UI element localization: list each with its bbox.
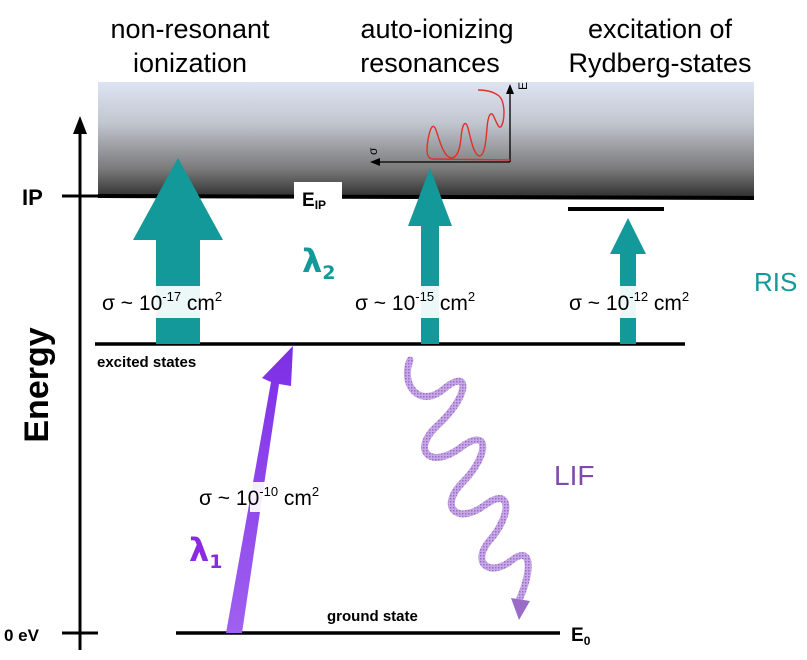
lif-label: LIF (554, 460, 594, 491)
eip-label: EIP (302, 190, 326, 212)
rydberg-excitation-arrow (610, 218, 646, 344)
inset-resonance-curve (426, 89, 511, 161)
energy-axis-arrowhead (73, 116, 87, 134)
sigma-rydberg-label: σ ~ 10-12 cm2 (569, 289, 689, 315)
inset-e-label: E (516, 82, 530, 90)
e0-label: E0 (571, 625, 591, 648)
zero-tick-label: 0 eV (4, 626, 40, 645)
heading-rydberg-line1: excitation of (588, 14, 733, 44)
sigma-excitation-bg (250, 482, 304, 512)
lambda2-label: λ2 (302, 242, 335, 284)
resonance-inset: E σ (366, 82, 530, 166)
autoionizing-arrow (408, 168, 452, 344)
sigma-autoionizing-label: σ ~ 10-15 cm2 (355, 289, 475, 315)
nonresonant-ionization-arrow (133, 158, 223, 344)
heading-rydberg-line2: Rydberg-states (568, 48, 751, 78)
sigma-autoionizing-bg (404, 286, 460, 318)
lif-wave-path (403, 356, 532, 602)
inset-y-arrowhead (506, 84, 514, 94)
heading-autoionizing-line1: auto-ionizing (360, 14, 513, 44)
sigma-excitation-label: σ ~ 10-10 cm2 (199, 484, 319, 510)
ground-state-label: ground state (327, 608, 418, 625)
ip-tick-label: IP (22, 185, 43, 210)
eip-label-box (294, 182, 342, 210)
inset-x-arrowhead (370, 158, 380, 166)
heading-autoionizing-line2: resonances (360, 48, 500, 78)
sigma-nonresonant-label: σ ~ 10-17 cm2 (102, 289, 222, 315)
excited-states-label: excited states (97, 354, 196, 371)
heading-nonresonant-line2: ionization (133, 48, 247, 78)
lambda1-label: λ1 (189, 531, 222, 573)
inset-sigma-label: σ (366, 147, 380, 155)
lif-arrowhead (511, 598, 530, 620)
sigma-nonresonant-bg (140, 286, 216, 318)
heading-nonresonant-line1: non-resonant (110, 14, 270, 44)
lif-emission-arrow (403, 356, 532, 620)
sigma-rydberg-bg (605, 286, 661, 318)
ris-label: RIS (754, 267, 797, 297)
energy-axis-label: Energy (18, 327, 56, 442)
